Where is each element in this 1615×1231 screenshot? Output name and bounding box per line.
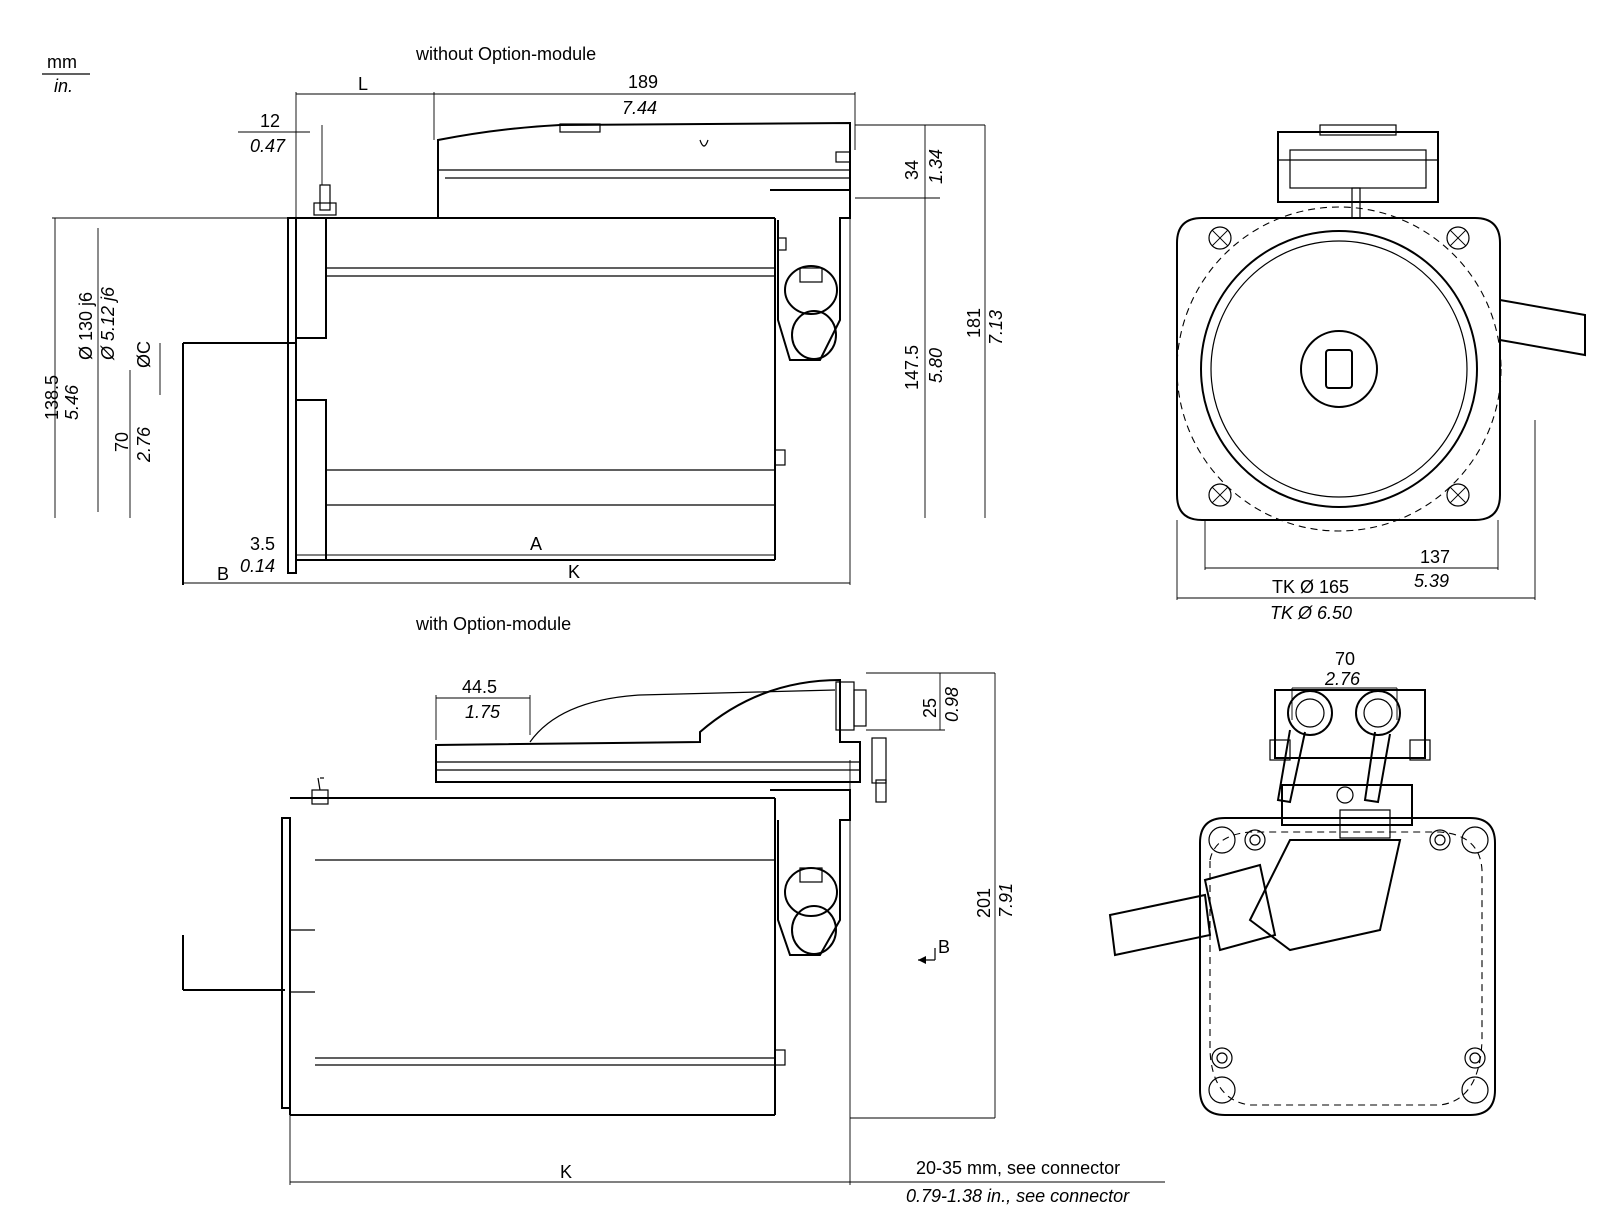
dim-137-in: 5.39: [1414, 571, 1449, 591]
dim-137-mm: 137: [1420, 547, 1450, 567]
side-view-with-option: 44.5 1.75 25 0.98 201 7.91 B K 20-35 mm,…: [182, 672, 1165, 1206]
side-view-without-option: [182, 121, 851, 585]
dim-34-in: 1.34: [926, 149, 946, 184]
front-view-without-option: 137 5.39 TK Ø 165 TK Ø 6.50: [1176, 124, 1586, 623]
dim-connector-in: 0.79-1.38 in., see connector: [906, 1186, 1130, 1206]
unit-in: in.: [54, 76, 73, 96]
dim-147-5-in: 5.80: [926, 348, 946, 383]
front-view-with-option: 70 2.76: [1108, 649, 1496, 1116]
dim-K: K: [568, 562, 580, 582]
dim-70-in: 2.76: [134, 426, 154, 463]
dim-44-5-in: 1.75: [465, 702, 501, 722]
dim-12-in: 0.47: [250, 136, 286, 156]
dim-138-5-mm: 138.5: [42, 375, 62, 420]
dim-181-mm: 181: [964, 308, 984, 338]
dim-dia-130-in: Ø 5.12 j6: [98, 286, 118, 361]
dim-25-mm: 25: [920, 698, 940, 718]
dim-tk-mm: TK Ø 165: [1272, 577, 1349, 597]
title-with-option: with Option-module: [415, 614, 571, 634]
dim-25-in: 0.98: [942, 687, 962, 722]
dim-147-5-mm: 147.5: [902, 345, 922, 390]
dim-70-top-in: 2.76: [1324, 669, 1361, 689]
dim-3-5-in: 0.14: [240, 556, 275, 576]
dim-B: B: [217, 564, 229, 584]
dim-tk-in: TK Ø 6.50: [1270, 603, 1352, 623]
dim-connector-mm: 20-35 mm, see connector: [916, 1158, 1120, 1178]
dim-189-in: 7.44: [622, 98, 657, 118]
dim-181-in: 7.13: [986, 310, 1006, 345]
dim-70-top-mm: 70: [1335, 649, 1355, 669]
view-B-label: B: [938, 937, 950, 957]
title-without-option: without Option-module: [415, 44, 596, 64]
top-view-dimensions: L 189 7.44 12 0.47 A K B 3.5 0.14 138.5 …: [42, 72, 1006, 585]
dim-dia-130-mm: Ø 130 j6: [76, 292, 96, 360]
dim-3-5-mm: 3.5: [250, 534, 275, 554]
dim-189-mm: 189: [628, 72, 658, 92]
dim-34-mm: 34: [902, 160, 922, 180]
dim-dia-C: ØC: [134, 341, 154, 368]
dim-K-bottom: K: [560, 1162, 572, 1182]
dim-12-mm: 12: [260, 111, 280, 131]
units-legend: mm in.: [42, 52, 90, 96]
dim-201-in: 7.91: [996, 883, 1016, 918]
dim-44-5-mm: 44.5: [462, 677, 497, 697]
dim-70-mm: 70: [112, 432, 132, 452]
dim-201-mm: 201: [974, 888, 994, 918]
dim-L: L: [358, 74, 368, 94]
dim-138-5-in: 5.46: [62, 384, 82, 420]
dim-A: A: [530, 534, 542, 554]
unit-mm: mm: [47, 52, 77, 72]
